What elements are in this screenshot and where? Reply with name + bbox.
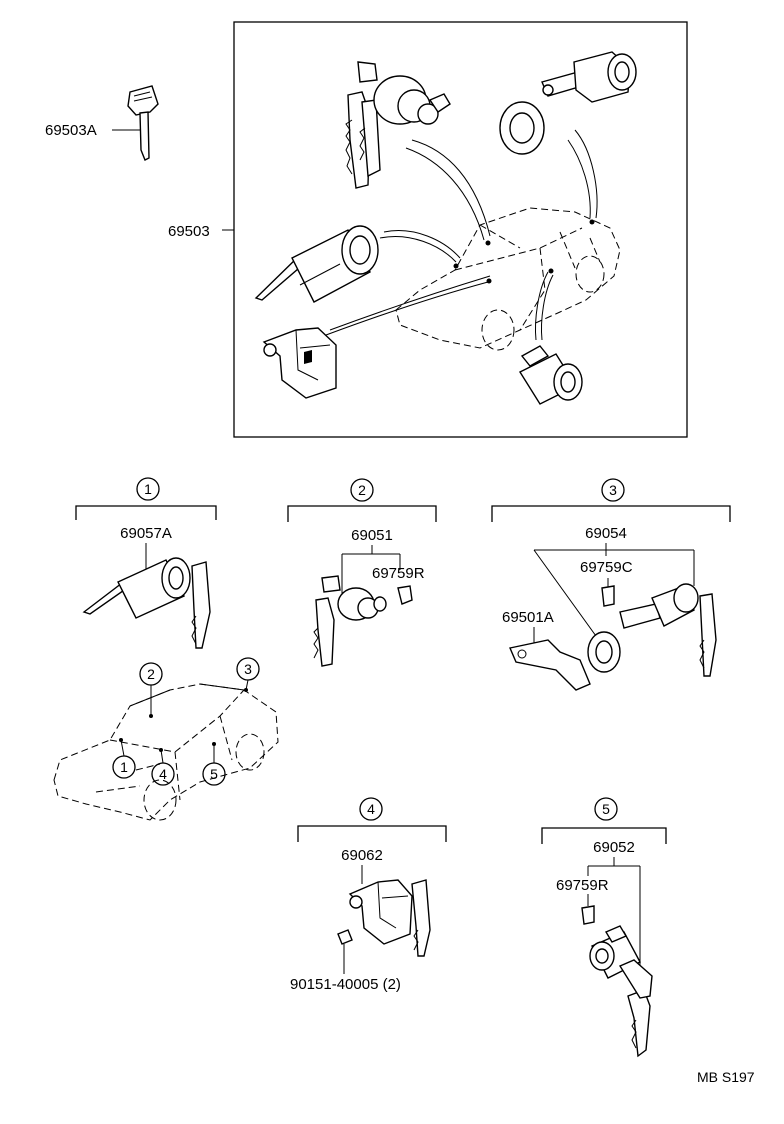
label-rear-clip: 69759R <box>556 877 609 894</box>
group-4-bracket <box>297 825 447 842</box>
group-3-bracket <box>491 505 731 522</box>
group-5-marker <box>594 797 618 821</box>
group-2-bracket <box>287 505 437 522</box>
group-5-bracket <box>541 827 667 844</box>
leader-trunk-cylinder-set <box>533 543 695 637</box>
callout-5-number: 5 <box>210 766 218 782</box>
rear-cylinder-part <box>581 905 653 1058</box>
callout-4-number: 4 <box>159 766 167 782</box>
group-3-marker <box>601 478 625 502</box>
group-1: 1 69057A <box>75 477 217 649</box>
label-key-blank: 69503A <box>45 122 97 139</box>
group-1-bracket <box>75 505 217 520</box>
group-4-number: 4 <box>367 801 375 817</box>
car-callout-drawing <box>53 683 279 821</box>
group-2-marker <box>350 478 374 502</box>
group-2-number: 2 <box>358 482 366 498</box>
hood-lock-part <box>337 879 431 962</box>
trunk-cylinder-drawing <box>499 51 637 155</box>
door-cylinder-part <box>313 575 413 667</box>
car-callouts: 1 2 3 4 5 <box>112 657 260 786</box>
group-5: 5 69052 69759R <box>541 797 667 1058</box>
label-door-clip: 69759R <box>372 565 425 582</box>
group-5-number: 5 <box>602 801 610 817</box>
rear-cylinder-drawing <box>518 345 583 405</box>
ignition-cylinder-drawing <box>254 225 379 303</box>
group-2: 2 69051 69759R <box>287 478 437 667</box>
group-3: 3 69054 69759C 69501A <box>491 478 731 691</box>
hood-lock-drawing <box>262 327 337 399</box>
label-door-cylinder-set: 69051 <box>351 527 393 544</box>
callout-1-number: 1 <box>120 759 128 775</box>
callout-3-number: 3 <box>244 661 252 677</box>
group-4: 4 69062 90151-40005 (2) <box>290 797 447 993</box>
group-3-number: 3 <box>609 482 617 498</box>
box-leader-bands <box>325 129 598 341</box>
group-1-marker <box>136 477 160 501</box>
label-ignition-cylinder: 69057A <box>120 525 172 542</box>
ignition-cylinder-part <box>82 557 211 649</box>
leader-rear-cylinder-set <box>587 857 641 990</box>
label-hood-screw: 90151-40005 (2) <box>290 976 401 993</box>
footer-code: MB S197 <box>697 1069 755 1085</box>
label-trunk-retainer: 69501A <box>502 609 554 626</box>
car-outline-box <box>395 207 621 351</box>
trunk-cylinder-part <box>509 583 717 691</box>
label-hood-lock: 69062 <box>341 847 383 864</box>
leader-door-cylinder-set <box>341 545 401 596</box>
label-rear-cylinder-set: 69052 <box>593 839 635 856</box>
group-4-marker <box>359 797 383 821</box>
callout-2-number: 2 <box>147 666 155 682</box>
label-trunk-cylinder-set: 69054 <box>585 525 627 542</box>
door-cylinder-drawing <box>345 61 451 189</box>
group-1-number: 1 <box>144 481 152 497</box>
label-trunk-clip: 69759C <box>580 559 633 576</box>
label-lock-set: 69503 <box>168 223 210 240</box>
key-blank-drawing <box>127 85 159 161</box>
